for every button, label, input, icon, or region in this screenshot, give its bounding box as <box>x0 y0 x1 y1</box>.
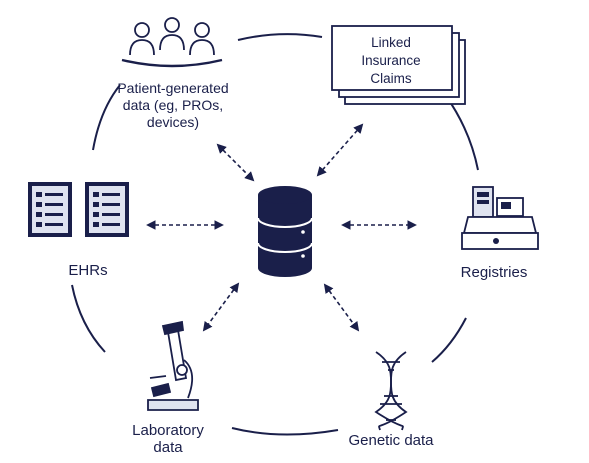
arrow-patient <box>216 143 255 182</box>
patient-label-line-2: data (eg, PROs, <box>122 97 224 113</box>
claims-label-line-2: Insurance <box>361 53 421 68</box>
database-icon <box>257 186 313 277</box>
genetic-data-label: Genetic data <box>348 432 434 449</box>
ehrs-label: EHRs <box>68 262 108 279</box>
arrow-genetic <box>323 283 360 332</box>
cash-register-icon <box>461 186 539 250</box>
arrow-claims <box>316 123 364 177</box>
patient-label-line-3: devices) <box>146 114 200 130</box>
connector-arrows <box>146 123 417 332</box>
ring-arc-right <box>445 95 479 171</box>
laboratory-label-line-1: Laboratory <box>132 422 204 439</box>
claims-label-line-1: Linked <box>371 35 411 50</box>
patient-label-line-1: Patient-generated <box>117 80 229 96</box>
ring-arc-top-left <box>92 84 121 151</box>
microscope-icon <box>147 320 199 411</box>
dna-helix-icon <box>374 351 408 431</box>
patient-generated-label: Patient-generated data (eg, PROs, device… <box>112 80 234 131</box>
linked-insurance-claims-label: Linked Insurance Claims <box>333 26 449 96</box>
claims-label-line-3: Claims <box>370 71 412 86</box>
people-group-icon <box>121 17 223 68</box>
stacked-documents-icon <box>331 25 466 105</box>
ring-arc-bottom-right <box>431 317 467 363</box>
laboratory-data-label: Laboratory data <box>118 422 218 456</box>
laboratory-label-line-2: data <box>153 439 183 456</box>
health-record-forms-icon <box>28 182 129 237</box>
registries-label: Registries <box>460 264 528 281</box>
arrow-laboratory <box>202 282 240 332</box>
ring-arc-top <box>237 33 323 41</box>
ring-arc-bottom <box>231 427 339 436</box>
ring-arc-left <box>71 284 106 353</box>
